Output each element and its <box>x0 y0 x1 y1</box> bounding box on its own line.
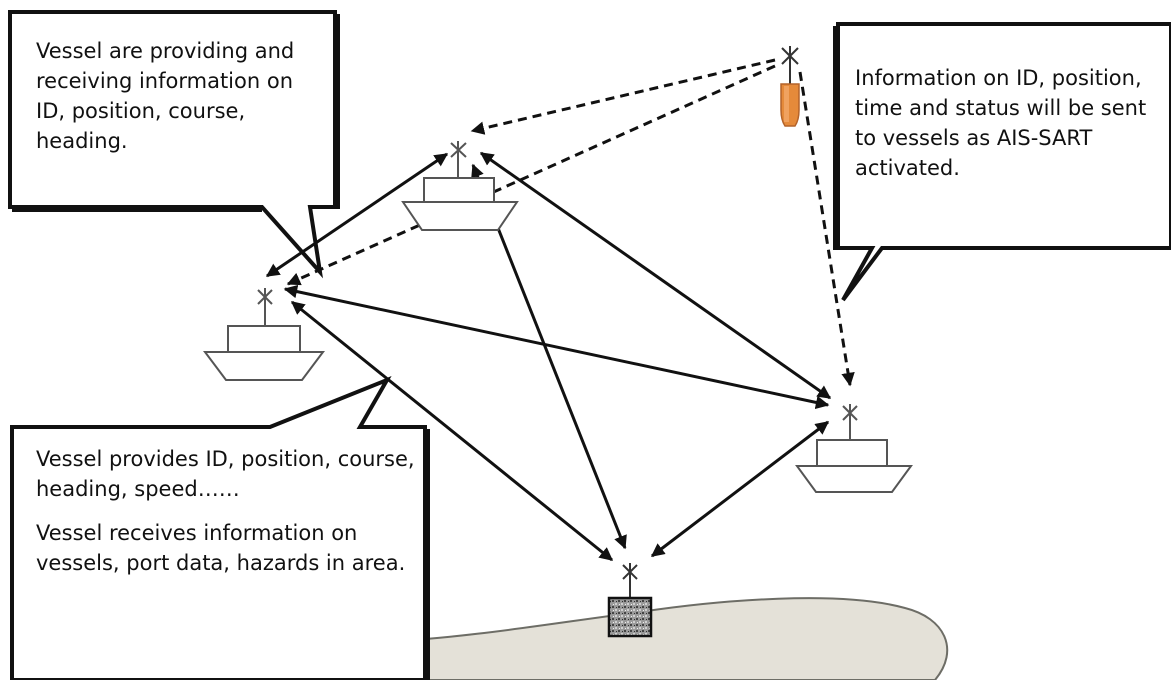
arrow-left-top <box>265 152 449 278</box>
callout-text-vessel-provides: Vessel provides ID, position, course, he… <box>36 444 421 578</box>
ais-sart-beacon-icon <box>780 46 800 127</box>
dashed-arrow-to-left-vessel <box>286 64 776 286</box>
ship-icon-right <box>795 404 913 493</box>
vessel-info-text: Vessel are providing and receiving infor… <box>36 39 295 153</box>
callout-text-vessel-info: Vessel are providing and receiving infor… <box>36 36 306 156</box>
arrow-top-right <box>479 151 832 400</box>
ship-icon-top <box>401 141 519 231</box>
callout-text-ais-sart: Information on ID, position, time and st… <box>855 63 1165 183</box>
vessel-receives-text: Vessel receives information on vessels, … <box>36 521 406 575</box>
ship-icon-left <box>203 288 325 381</box>
ais-sart-text: Information on ID, position, time and st… <box>855 66 1147 180</box>
vessel-provides-text: Vessel provides ID, position, course, he… <box>36 447 415 501</box>
shore-station-icon <box>607 563 653 638</box>
callout-ais-sart <box>833 22 1171 302</box>
arrow-right-shore <box>650 420 830 558</box>
ais-sart-broadcast-arrows <box>286 58 855 387</box>
dashed-arrow-to-top-vessel <box>470 58 776 135</box>
